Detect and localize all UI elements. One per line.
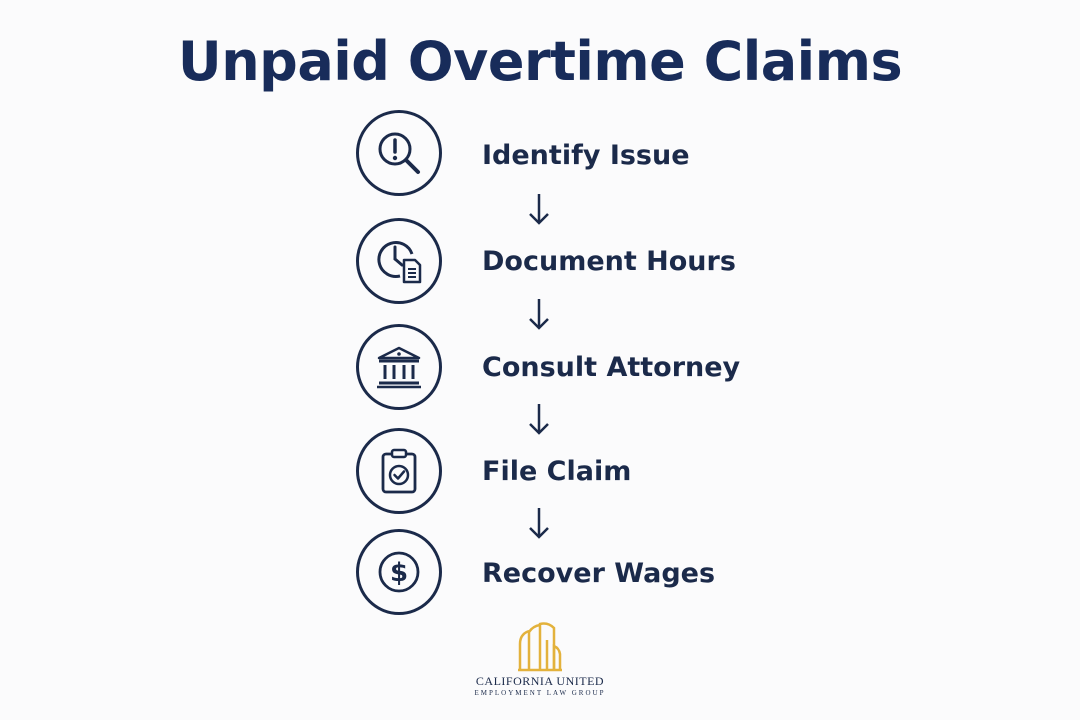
clipboard-check-icon [381,448,417,494]
step-2-label: Document Hours [482,246,736,277]
arrow-down-icon [529,508,549,539]
arrow-down-icon [529,194,549,225]
clock-document-icon [377,241,422,284]
magnifier-exclamation-icon [378,132,420,174]
arrow-down-icon [529,404,549,435]
dollar-coin-icon: $ [378,551,420,593]
logo-name: CALIFORNIA UNITED [475,674,605,688]
svg-text:$: $ [390,558,408,588]
step-3-icon-circle [356,324,442,410]
step-5-icon-circle: $ [356,529,442,615]
step-4-label: File Claim [482,456,632,487]
company-logo: CALIFORNIA UNITED EMPLOYMENT LAW GROUP [470,620,610,697]
step-3-label: Consult Attorney [482,352,741,383]
page-title: Unpaid Overtime Claims [177,30,903,93]
building-logo-icon [518,622,562,672]
step-4-icon-circle [356,428,442,514]
courthouse-icon [377,346,421,389]
logo-subtitle: EMPLOYMENT LAW GROUP [474,689,606,697]
step-2-icon-circle [356,218,442,304]
step-1-label: Identify Issue [482,140,690,171]
step-5-label: Recover Wages [482,558,716,589]
step-1-icon-circle [356,110,442,196]
arrow-down-icon [529,299,549,330]
